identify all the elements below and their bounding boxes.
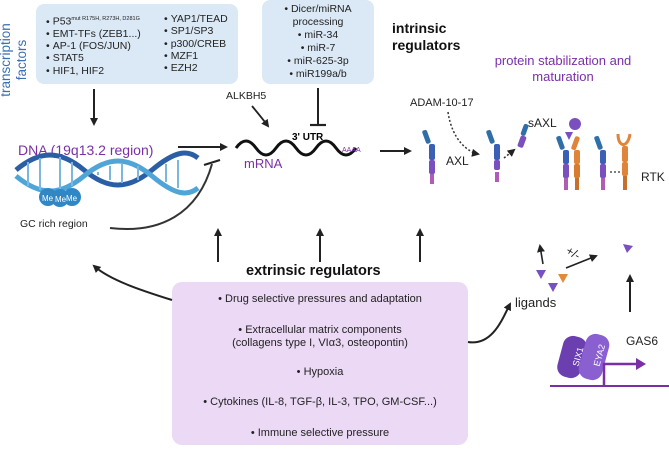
protein-stabilization-label: protein stabilization and maturation — [494, 53, 632, 84]
dna-helix-icon — [14, 150, 200, 207]
tf-item: YAP1/TEAD — [164, 13, 228, 25]
extrinsic-regulators-title: extrinsic regulators — [246, 263, 381, 279]
gc-inhibition-arrow — [109, 158, 221, 230]
mirna-item: • miR-7 — [300, 42, 336, 54]
mirna-item: • Dicer/miRNA processing — [284, 3, 352, 28]
alkbh5-label: ALKBH5 — [226, 90, 267, 102]
rtk-label: RTK — [641, 170, 665, 184]
mirna-regulators-box: • Dicer/miRNA processing • miR-34 • miR-… — [262, 0, 374, 84]
adam-cleavage-arrow — [447, 111, 480, 157]
methyl-label: Me — [42, 194, 54, 203]
cleaved-axl-icon — [486, 129, 500, 182]
mirna-inhibition-arrow — [310, 88, 326, 127]
utr-label: 3' UTR — [292, 132, 324, 143]
extrinsic-to-dna-curve-arrow — [92, 264, 173, 301]
shedding-arrow — [503, 148, 516, 159]
axl-dimer-icon — [556, 118, 581, 190]
tf-item: STAT5 — [46, 52, 141, 64]
extrinsic-to-ligands-arrow — [467, 302, 511, 344]
mirna-item: • miR199a/b — [289, 68, 347, 80]
extrinsic-item: • Extracellular matrix components — [238, 324, 402, 336]
mrna-label: mRNA — [244, 156, 283, 171]
ligand-up-arrow — [537, 244, 545, 265]
transcription-factors-box: P53mut R175H, R273H, D281G EMT-TFs (ZEB1… — [36, 4, 238, 84]
ligand-icon — [536, 244, 633, 292]
tf-item: SP1/SP3 — [164, 25, 228, 37]
extrinsic-regulators-box: • Drug selective pressures and adaptatio… — [172, 282, 468, 445]
tf-item: HIF1, HIF2 — [46, 65, 141, 77]
extrinsic-item-detail: (collagens type I, VIα3, osteopontin) — [232, 337, 408, 349]
methyl-label: Me — [55, 195, 67, 204]
saxl-label: sAXL — [528, 116, 557, 130]
tf-item: EZH2 — [164, 62, 228, 74]
axl-receptor-icon — [422, 129, 435, 184]
mirna-item: • miR-625-3p — [287, 55, 349, 67]
alkbh5-arrow — [251, 105, 270, 128]
extrinsic-item: • Hypoxia — [296, 366, 344, 378]
methyl-label: Me — [66, 194, 78, 203]
adam-label: ADAM-10-17 — [410, 97, 474, 109]
tf-item: EMT-TFs (ZEB1...) — [46, 28, 141, 40]
extrinsic-item: • Cytokines (IL-8, TGF-β, IL-3, TPO, GM-… — [203, 396, 437, 408]
axl-rtk-icon — [594, 133, 632, 190]
gas6-label: GAS6 — [626, 334, 659, 348]
six1-eya2-complex-icon — [550, 333, 669, 387]
tf-item: AP-1 (FOS/JUN) — [46, 40, 141, 52]
ligands-label: ligands — [515, 295, 557, 310]
intrinsic-regulators-title: intrinsic regulators — [392, 20, 461, 53]
axl-label: AXL — [446, 154, 469, 168]
polya-label: AAAA — [342, 147, 361, 154]
tf-item-p53: P53mut R175H, R273H, D281G — [46, 13, 141, 28]
tf-list-right: YAP1/TEAD SP1/SP3 p300/CREB MZF1 EZH2 — [164, 13, 228, 74]
six1-label: SIX1 — [571, 346, 586, 367]
tf-list-left: P53mut R175H, R273H, D281G EMT-TFs (ZEB1… — [46, 13, 141, 77]
mrna-strand-icon — [234, 139, 358, 157]
tf-item: p300/CREB — [164, 38, 228, 50]
gc-rich-region-label: GC rich region — [20, 218, 88, 230]
tf-item: MZF1 — [164, 50, 228, 62]
extrinsic-item: • Drug selective pressures and adaptatio… — [218, 293, 422, 305]
saxl-fragment-icon — [517, 123, 529, 148]
extrinsic-item: • Immune selective pressure — [250, 427, 390, 439]
ligand-cross-arrow — [565, 254, 598, 269]
mirna-item: • miR-34 — [297, 29, 339, 41]
